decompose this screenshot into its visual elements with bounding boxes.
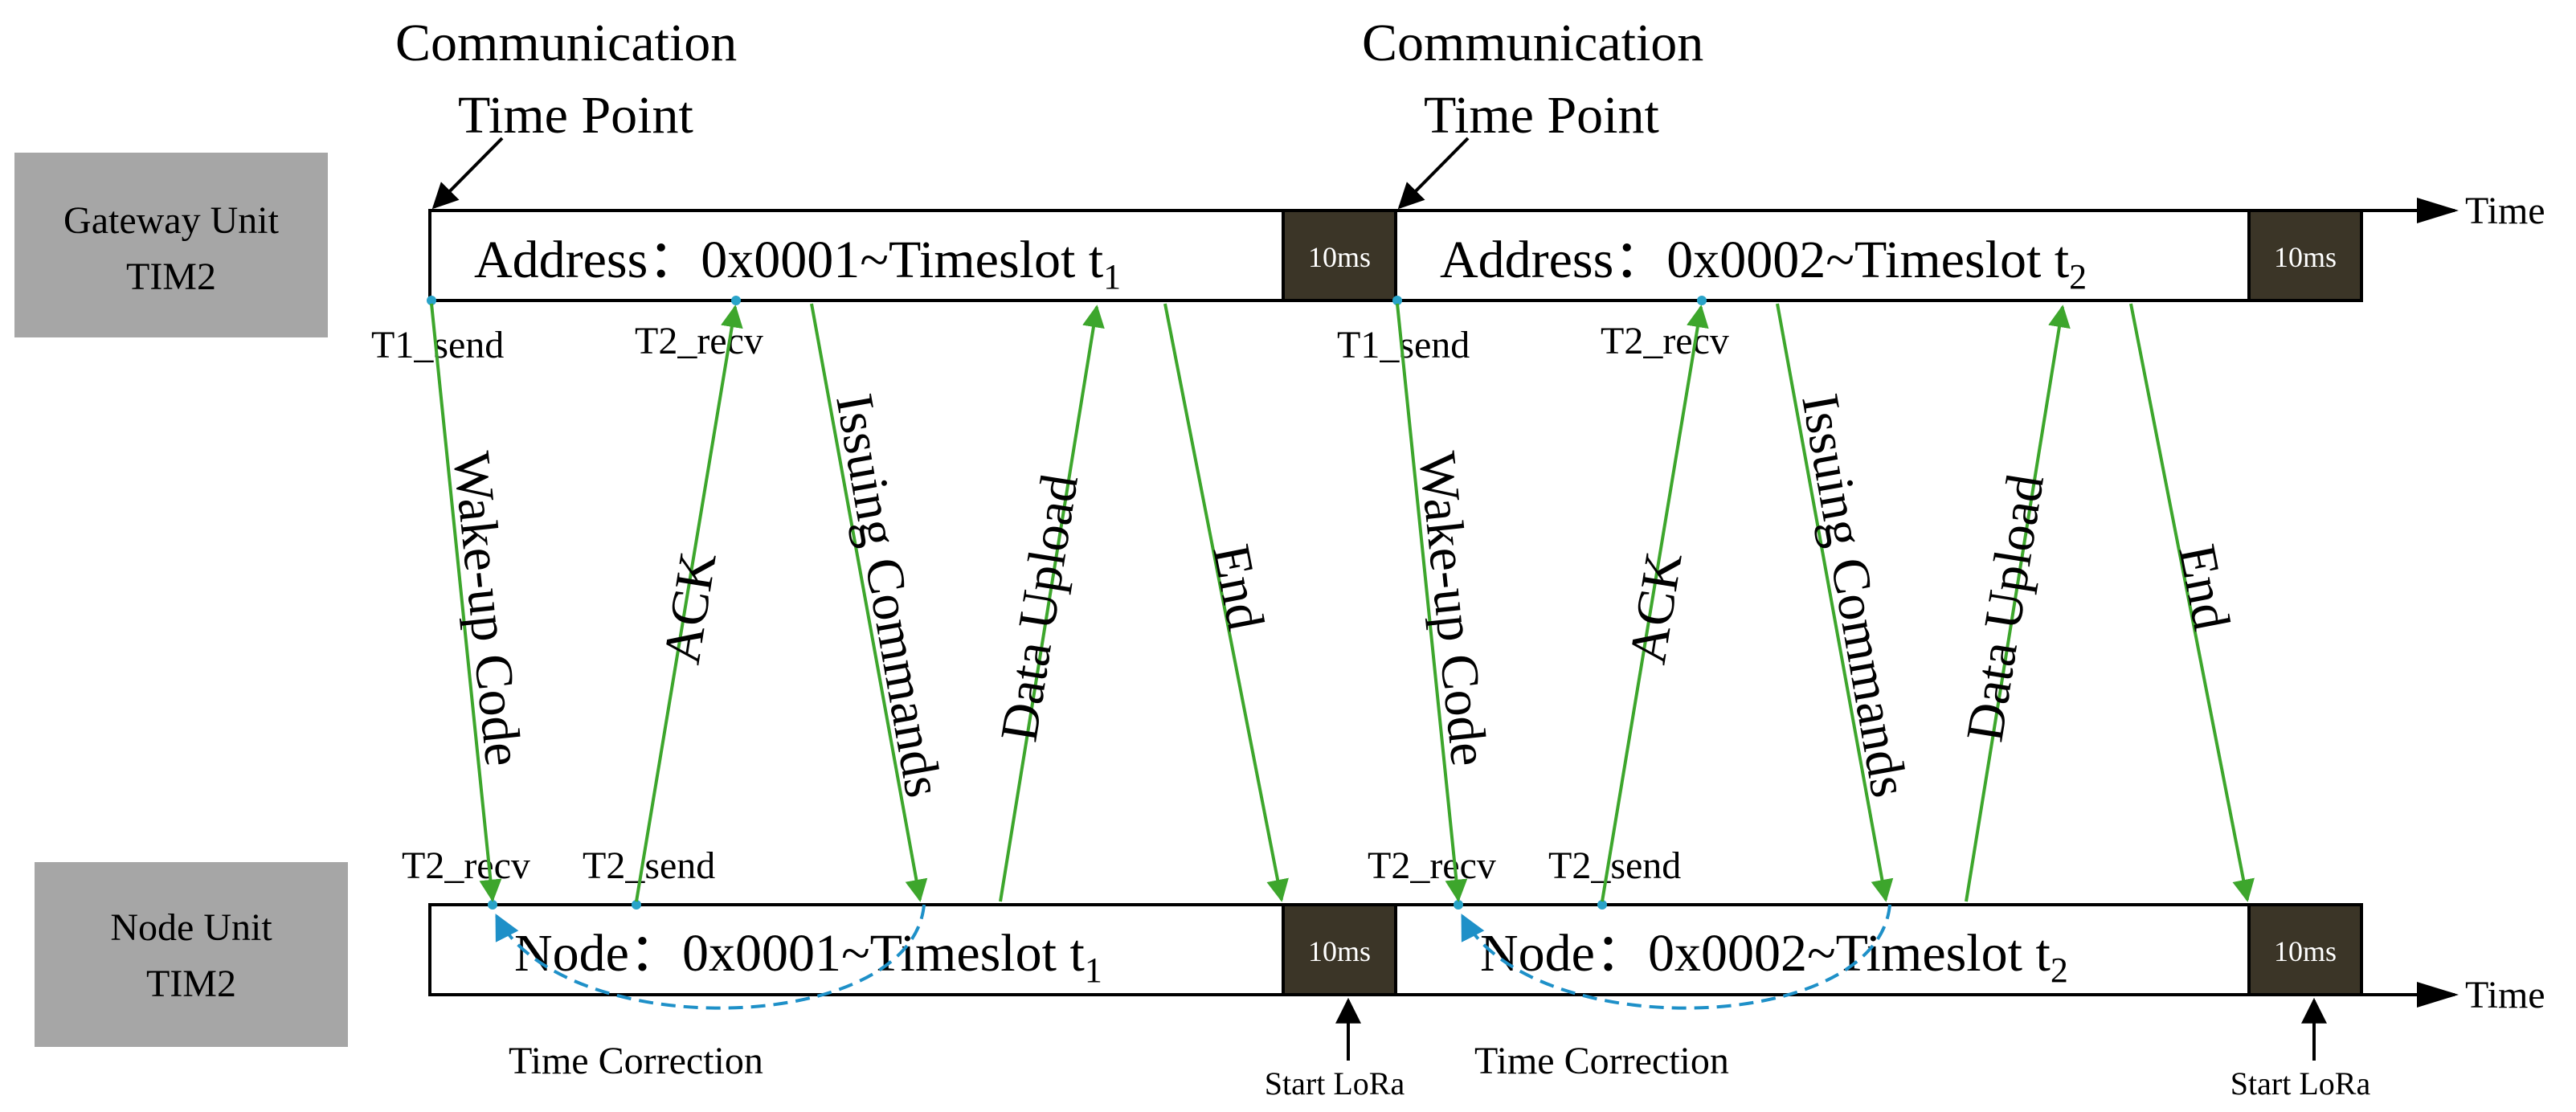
gateway-slot-1-text: Address：0x0001~Timeslot t1 [474,231,1121,296]
issuing-label-2: Issuing Commands [1790,390,1919,802]
gateway-unit-timer: TIM2 [126,256,216,298]
gateway-slot-2-text: Address：0x0002~Timeslot t2 [1440,231,2087,296]
gateway-time-label: Time [2465,190,2545,232]
time-correction-arc-1 [495,904,926,1010]
gateway-unit-label: Gateway Unit [63,199,280,242]
t2-recv-gw-dot-2 [1697,296,1707,305]
node-time-label: Time [2465,974,2545,1016]
wakeup-label-1: Wake-up Code [442,449,534,769]
time-correction-label-1: Time Correction [509,1040,763,1082]
t2-recv-node-dot-1 [488,900,497,910]
start-lora-label-1: Start LoRa [1265,1065,1405,1102]
cycle-2: Address：0x0002~Timeslot t2 10ms Node：0x0… [1337,14,2370,1102]
t1-send-dot-1 [427,296,436,305]
node-guard-2-label: 10ms [2274,935,2337,967]
comm-point-1-line1: Communication [395,14,737,72]
cycle-1: Address：0x0001~Timeslot t1 10ms Node：0x0… [371,14,1405,1102]
node-guard-2 [2247,903,2363,996]
comm-point-2-line1: Communication [1362,14,1703,72]
wakeup-label-2: Wake-up Code [1408,449,1499,769]
end-label-1: End [1201,540,1275,635]
ack-label-2: ACK [1618,548,1694,668]
issuing-arrow-2 [1776,303,1894,902]
node-timeslot-1 [428,903,1285,996]
data-upload-arrow-2 [1965,305,2071,902]
end-arrow-2 [2129,303,2255,902]
node-unit-box: Node Unit TIM2 [35,862,348,1047]
t2-recv-node-label-2: T2_recv [1368,844,1496,887]
ack-arrow-1 [635,305,743,902]
node-slot-1-text: Node：0x0001~Timeslot t1 [514,924,1102,990]
end-label-2: End [2167,540,2241,635]
start-lora-label-2: Start LoRa [2230,1065,2371,1102]
gateway-timeslot-2 [1394,209,2251,302]
gateway-guard-2-label: 10ms [2274,241,2337,273]
node-guard-1-label: 10ms [1308,935,1371,967]
comm-point-1-arrow [431,137,504,210]
ack-arrow-2 [1601,305,1709,902]
t2-recv-gw-dot-1 [731,296,741,305]
t2-send-label-2: T2_send [1548,844,1681,887]
data-upload-arrow-1 [999,305,1105,902]
node-time-arrowhead [2417,982,2459,1008]
end-arrow-1 [1163,303,1289,902]
gateway-time-arrowhead [2417,198,2459,223]
t1-send-dot-2 [1392,296,1402,305]
ack-label-1: ACK [652,548,728,668]
t2-send-label-1: T2_send [583,844,715,887]
node-slot-2-text: Node：0x0002~Timeslot t2 [1480,924,2068,990]
comm-point-2-arrow [1397,137,1470,210]
t2-send-dot-2 [1597,900,1607,910]
time-correction-label-2: Time Correction [1474,1040,1729,1082]
node-unit-timer: TIM2 [146,963,236,1005]
node-guard-1 [1282,903,1397,996]
t2-recv-node-label-1: T2_recv [402,844,530,887]
issuing-label-1: Issuing Commands [824,390,953,802]
comm-point-1-line2: Time Point [458,86,693,145]
node-unit-label: Node Unit [110,906,272,949]
t2-recv-gw-label-2: T2_recv [1601,320,1729,362]
gateway-timeslot-1 [428,209,1285,302]
gateway-unit-box: Gateway Unit TIM2 [14,153,328,337]
t2-recv-node-dot-2 [1454,900,1463,910]
wakeup-arrow-2 [1396,303,1468,902]
data-upload-label-2: Data Upload [1955,470,2055,746]
t2-send-dot-1 [632,900,641,910]
gateway-guard-2 [2247,209,2363,302]
issuing-arrow-1 [810,303,928,902]
data-upload-label-1: Data Upload [989,470,1090,746]
t2-recv-gw-label-1: T2_recv [635,320,763,362]
time-correction-arc-2 [1461,904,1891,1010]
gateway-guard-1-label: 10ms [1308,241,1371,273]
comm-point-2-line2: Time Point [1424,86,1659,145]
wakeup-arrow-1 [430,303,502,902]
